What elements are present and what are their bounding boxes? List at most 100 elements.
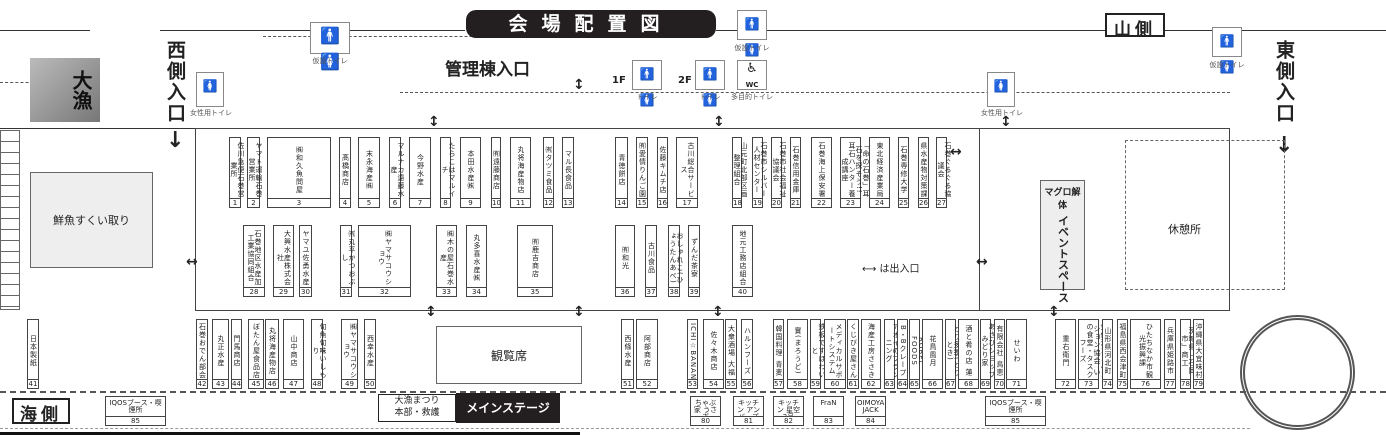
booth-number: 17	[677, 198, 697, 207]
booth-name: ㈱ヤマサコウショウ	[342, 323, 357, 379]
booth-name: ヤマト運輸石巻営業所	[248, 141, 262, 198]
boundary-line	[0, 30, 90, 31]
booth-82: キッチン 星空2号82	[773, 396, 804, 426]
booth-68: 酒と肴の店 蓮 68	[958, 319, 979, 389]
booth-name: ちゃぶ家 うさぎ	[693, 399, 718, 417]
booth-name: ㈲愛情りんご園	[638, 141, 646, 198]
booth-number: 37	[646, 287, 656, 296]
booth-name: 山中商店	[290, 335, 297, 367]
booth-name: 石巻市シルバー人材センター	[753, 141, 767, 198]
booth-number: 40	[733, 287, 752, 296]
booth-number: 39	[689, 287, 699, 296]
booth-name: 阿部商店	[643, 335, 651, 367]
toilet-label: トイレ	[699, 93, 721, 101]
booth-name: おしゃれこ(ひょうたんあべ)	[669, 232, 683, 284]
entrance-arrow-icon: ↕	[573, 77, 585, 93]
booth-number: 68	[959, 379, 978, 388]
flag-text: 大漁	[69, 70, 93, 110]
booth-name: 丸多喜水産㈱	[473, 234, 480, 282]
booth-number: 79	[1194, 379, 1203, 388]
booth-52: 阿部商店 52	[636, 319, 658, 389]
booth-number: 26	[919, 198, 928, 207]
booth-name: ㈱ヤマサコウショウ	[377, 230, 392, 286]
booth-name: 佐々木商店	[710, 331, 717, 371]
booth-name: 酒と肴の店 蓮	[965, 325, 972, 377]
booth-number: 35	[518, 287, 552, 296]
booth-number: 7	[410, 198, 430, 207]
booth-number: 19	[753, 198, 762, 207]
booth-53: ICHI☆BANANA53	[687, 319, 698, 389]
temp-toilet-label: 仮設トイレ	[1209, 61, 1245, 69]
booth-number: 30	[300, 287, 311, 296]
entrance-arrow-icon: ↕	[428, 114, 440, 130]
booth-number: 60	[825, 379, 845, 388]
temp-toilet-label: 仮設トイレ	[734, 44, 770, 52]
booth-name: IQOSブース・喫煙所	[989, 399, 1042, 414]
booth-number: 1	[230, 198, 240, 207]
booth-name: ハルンフーズ	[743, 327, 751, 375]
booth-name: 古川食品	[647, 242, 655, 274]
booth-name: 石巻地区水産加工業協同組合	[247, 230, 261, 286]
booth-name: 「命の石巻」耳石を探そう!! 耳石ハンター養成講座	[841, 141, 869, 198]
women-toilet-label: 女性用トイレ	[190, 109, 232, 117]
booth-name: 西條水産	[624, 335, 631, 367]
boundary-dash	[400, 92, 1230, 93]
booth-number: 52	[637, 379, 657, 388]
booth-number: 12	[544, 198, 553, 207]
booth-number: 38	[669, 287, 679, 296]
booth-name: ㈲鹿吉商店	[531, 238, 539, 278]
booth-number: 66	[923, 379, 942, 388]
booth-name: 古川総合サービス	[680, 141, 694, 198]
booth-number: 53	[688, 379, 697, 388]
booth-number: 74	[1103, 379, 1112, 388]
booth-name: ROBEL FOODS	[910, 336, 924, 366]
booth-name: 實(まろうど)	[794, 327, 801, 375]
toilet-icon: 🚹🚺	[632, 60, 662, 107]
booth-name: 福島県西会津町	[1119, 323, 1126, 379]
booth-number: 44	[232, 379, 241, 388]
booth-number: 23	[841, 198, 860, 207]
booth-number: 36	[616, 287, 634, 296]
booth-number: 75	[1118, 379, 1127, 388]
booth-number: 50	[365, 379, 375, 388]
entrance-arrow-icon: ↕	[425, 304, 437, 320]
booth-name: 茨城県「石岡市」商工	[1181, 327, 1195, 375]
booth-number: 69	[981, 379, 990, 388]
booth-number: 45	[249, 379, 263, 388]
booth-name: メディカルサポートシステム	[828, 323, 842, 379]
booth-number: 34	[467, 287, 486, 296]
booth-number: 29	[274, 287, 293, 296]
tuna-cutting-label: マグロ解体	[1044, 188, 1081, 211]
admin-entrance-label: 管理棟入口	[445, 60, 530, 80]
booth-number: 3	[268, 198, 330, 207]
booth-number: 41	[28, 379, 38, 388]
booth-number: 21	[791, 198, 800, 207]
booth-9: 本田水産㈱9	[460, 137, 481, 208]
booth-number: 11	[511, 198, 530, 207]
booth-number: 57	[774, 379, 783, 388]
